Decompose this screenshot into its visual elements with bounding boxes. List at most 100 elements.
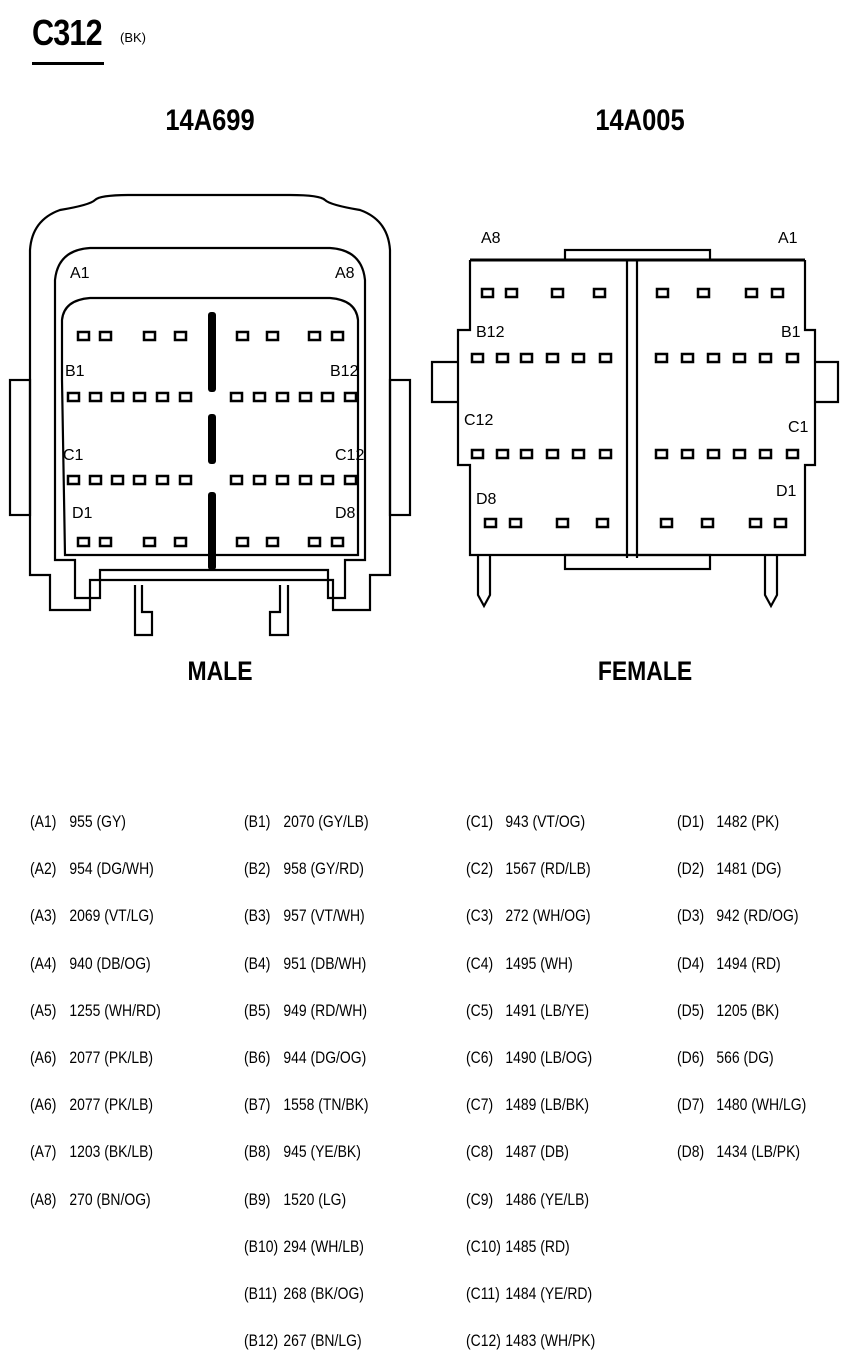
male-row-b-pin-cavity	[88, 391, 103, 403]
female-row-a-pin-cavity	[592, 287, 607, 299]
female-row-a-pin-cavity	[480, 287, 495, 299]
male-row-c-pin-cavity	[178, 474, 193, 486]
pin-code: (D2)	[677, 859, 705, 879]
male-row-d-pin-cavity	[98, 536, 113, 548]
pin-circuit: 1255 (WH/RD)	[69, 1000, 161, 1020]
pin-code: (C8)	[466, 1142, 494, 1162]
pin-circuit: 1203 (BK/LB)	[69, 1142, 154, 1162]
pin-code: (A7)	[30, 1142, 57, 1162]
pin-entry: (B6)944 (DG/OG)	[244, 1048, 366, 1068]
pin-entry: (D8)1434 (LB/PK)	[677, 1142, 800, 1162]
pin-code: (C2)	[466, 859, 494, 879]
female-row-d-pin-cavity	[659, 517, 674, 529]
male-row-c-pin-cavity	[88, 474, 103, 486]
female-row-c-pin-cavity	[470, 448, 485, 460]
male-row-c-pin-cavity	[343, 474, 358, 486]
pin-code: (D8)	[677, 1142, 705, 1162]
pin-circuit: 954 (DG/WH)	[69, 859, 154, 879]
female-row-c-pin-cavity	[519, 448, 534, 460]
male-row-b-pin-cavity	[298, 391, 313, 403]
pin-circuit: 949 (RD/WH)	[283, 1000, 368, 1020]
male-row-a-pin-cavity	[76, 330, 91, 342]
pin-entry: (D7) 1480 (WH/LG)	[677, 1095, 806, 1115]
female-row-a-pin-cavity	[504, 287, 519, 299]
female-label-c12: C12	[464, 412, 493, 429]
pin-circuit: 1494 (RD)	[716, 953, 781, 973]
pin-code: (B4)	[244, 953, 271, 973]
female-row-c-pin-cavity	[571, 448, 586, 460]
pin-entry: (A7) 1203 (BK/LB)	[30, 1142, 153, 1162]
pin-code: (B6)	[244, 1048, 271, 1067]
male-row-b-pin-cavity	[343, 391, 358, 403]
female-row-a-pin-cavity	[550, 287, 565, 299]
male-row-b-pin-cavity	[229, 391, 244, 403]
pin-code: (D7)	[677, 1095, 705, 1115]
pin-entry: (A5)1255 (WH/RD)	[30, 1001, 161, 1021]
pin-circuit: 940 (DB/OG)	[69, 953, 151, 973]
male-label-d8: D8	[335, 505, 356, 522]
female-row-c-pin-cavity	[706, 448, 721, 460]
male-row-a-pin-cavity	[235, 330, 250, 342]
pin-circuit: 2077 (PK/LB)	[69, 1048, 154, 1067]
male-row-d-pin-cavity	[330, 536, 345, 548]
pin-entry: (C4)1495 (WH)	[466, 954, 573, 974]
pin-circuit: 1489 (LB/BK)	[505, 1095, 590, 1115]
pin-entry: (A6) 2077 (PK/LB)	[30, 1095, 153, 1115]
pin-code: (D5)	[677, 1000, 705, 1020]
pin-entry: (A4)940 (DB/OG)	[30, 954, 151, 974]
male-row-b-pin-cavity	[132, 391, 147, 403]
pin-entry: (A8)270 (BN/OG)	[30, 1190, 151, 1210]
female-row-d-pin-cavity	[555, 517, 570, 529]
pin-circuit: 958 (GY/RD)	[283, 859, 364, 879]
pin-circuit: 1486 (YE/LB)	[505, 1189, 590, 1209]
female-label-c1: C1	[788, 419, 809, 436]
pin-circuit: 294 (WH/LB)	[283, 1236, 364, 1256]
male-row-c-pin-cavity	[66, 474, 81, 486]
pin-entry: (C8)1487 (DB)	[466, 1142, 569, 1162]
pin-entry: (C7) 1489 (LB/BK)	[466, 1095, 589, 1115]
female-row-c-pin-cavity	[495, 448, 510, 460]
female-row-c-pin-cavity	[654, 448, 669, 460]
pin-code: (C3)	[466, 906, 494, 926]
male-row-a-pin-cavity	[307, 330, 322, 342]
pin-code: (B8)	[244, 1142, 271, 1162]
male-row-c-pin-cavity	[298, 474, 313, 486]
male-row-d-pin-cavity	[76, 536, 91, 548]
pin-entry: (B11)268 (BK/OG)	[244, 1284, 364, 1304]
pin-circuit: 1520 (LG)	[283, 1189, 347, 1209]
pin-code: (D3)	[677, 906, 705, 926]
female-part-number: 14A005	[595, 104, 685, 137]
female-label-b1: B1	[781, 324, 801, 341]
pin-circuit: 267 (BN/LG)	[283, 1331, 362, 1351]
pin-entry: (C10)1485 (RD)	[466, 1237, 570, 1257]
male-row-d-pin-cavity	[142, 536, 157, 548]
female-row-b-pin-cavity	[571, 352, 586, 364]
pin-entry: (C1)943 (VT/OG)	[466, 812, 585, 832]
pin-circuit: 1490 (LB/OG)	[505, 1048, 593, 1067]
male-row-b-pin-cavity	[252, 391, 267, 403]
female-row-b-pin-cavity	[598, 352, 613, 364]
pin-code: (A6)	[30, 1095, 57, 1115]
male-center-divider	[208, 312, 216, 570]
pin-circuit: 1480 (WH/LG)	[716, 1095, 807, 1115]
pin-code: (C1)	[466, 812, 494, 831]
pin-entry: (C2)1567 (RD/LB)	[466, 859, 591, 879]
pin-circuit: 2077 (PK/LB)	[69, 1095, 154, 1115]
male-row-b-pin-cavity	[178, 391, 193, 403]
pin-code: (A6)	[30, 1048, 57, 1067]
pin-code: (C9)	[466, 1189, 494, 1209]
connector-id: C312	[32, 12, 103, 53]
male-row-c-pin-cavity	[252, 474, 267, 486]
female-row-b-pin-cavity	[706, 352, 721, 364]
pin-entry: (C11)1484 (YE/RD)	[466, 1284, 592, 1304]
pin-circuit: 1491 (LB/YE)	[505, 1000, 590, 1020]
female-row-d-pin-cavity	[700, 517, 715, 529]
pin-entry: (B10)294 (WH/LB)	[244, 1237, 364, 1257]
male-label-d1: D1	[72, 505, 93, 522]
pin-entry: (D5)1205 (BK)	[677, 1001, 779, 1021]
pin-circuit: 270 (BN/OG)	[69, 1189, 151, 1209]
female-row-d-pin-cavity	[483, 517, 498, 529]
male-row-c-pin-cavity	[229, 474, 244, 486]
male-row-b-pin-cavity	[155, 391, 170, 403]
pin-code: (C7)	[466, 1095, 494, 1115]
